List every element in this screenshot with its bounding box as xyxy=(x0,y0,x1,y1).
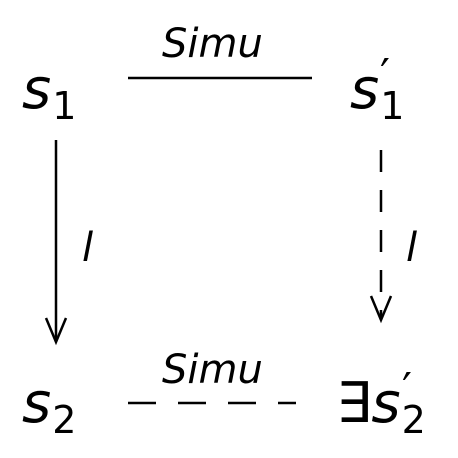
node-s2-prime-mark: ′ xyxy=(402,364,412,415)
label-l-right: l xyxy=(406,225,418,271)
exists-symbol: ∃ xyxy=(336,371,372,436)
arrowhead-right xyxy=(369,295,393,324)
label-simu-top: Simu xyxy=(162,21,263,67)
node-s1-subscript: 1 xyxy=(52,83,77,128)
node-s1: s1 xyxy=(22,62,76,125)
label-simu-bottom: Simu xyxy=(162,347,263,393)
node-s2-prime-symbol: s xyxy=(371,371,401,436)
node-s2: s2 xyxy=(22,376,76,439)
label-l-left: l xyxy=(82,225,94,271)
node-s1-symbol: s xyxy=(22,57,52,122)
node-s1-prime: s1 ′ xyxy=(350,54,404,125)
node-exists-s2-prime: ∃s2 ′ xyxy=(336,368,426,439)
node-s1-prime-subscript: 1 xyxy=(380,83,405,128)
node-s2-subscript: 2 xyxy=(52,397,77,442)
arrowhead-left xyxy=(44,317,68,346)
node-s1-prime-symbol: s xyxy=(350,57,380,122)
node-s2-prime-subscript: 2 xyxy=(401,397,426,442)
node-s2-symbol: s xyxy=(22,371,52,436)
node-s1-prime-mark: ′ xyxy=(380,50,390,101)
